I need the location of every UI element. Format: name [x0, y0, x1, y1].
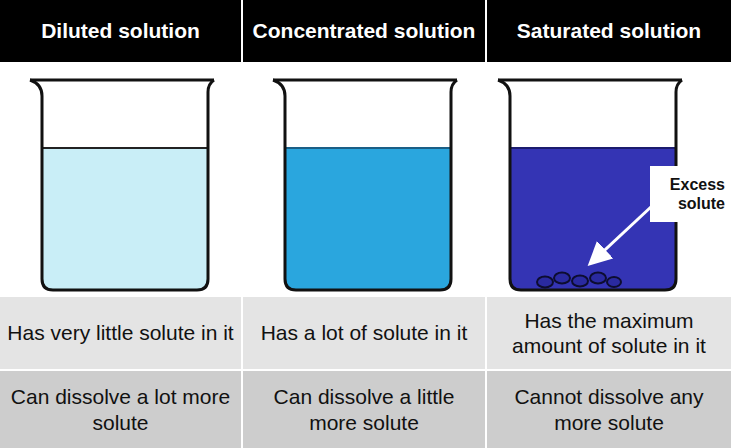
diluted-beaker — [30, 80, 214, 290]
table-cell: Cannot dissolve any more solute — [487, 371, 731, 448]
column-header-text: Saturated solution — [517, 18, 701, 43]
column-header-text: Diluted solution — [41, 18, 200, 43]
table-cell: Can dissolve a lot more solute — [0, 371, 241, 448]
table-cell: Can dissolve a little more solute — [243, 371, 485, 448]
table-cell-text: Has a lot of solute in it — [261, 320, 468, 345]
column-header-text: Concentrated solution — [253, 18, 476, 43]
concentrated-beaker — [273, 80, 457, 290]
table-cell: Has a lot of solute in it — [243, 297, 485, 369]
column-header: Saturated solution — [487, 0, 731, 62]
table-cell-text: Can dissolve a lot more solute — [6, 384, 235, 434]
callout-label: Excess solute — [650, 166, 729, 222]
leader-arrow — [592, 206, 652, 262]
column-header: Concentrated solution — [243, 0, 485, 62]
table-cell: Has the maximum amount of solute in it — [487, 297, 731, 369]
table-cell: Has very little solute in it — [0, 297, 241, 369]
column-header: Diluted solution — [0, 0, 241, 62]
table-cell-text: Has very little solute in it — [7, 320, 233, 345]
callout-label-text: Excess solute — [654, 175, 725, 213]
table-cell-text: Can dissolve a little more solute — [249, 384, 479, 434]
table-cell-text: Has the maximum amount of solute in it — [493, 308, 725, 358]
table-cell-text: Cannot dissolve any more solute — [493, 384, 725, 434]
